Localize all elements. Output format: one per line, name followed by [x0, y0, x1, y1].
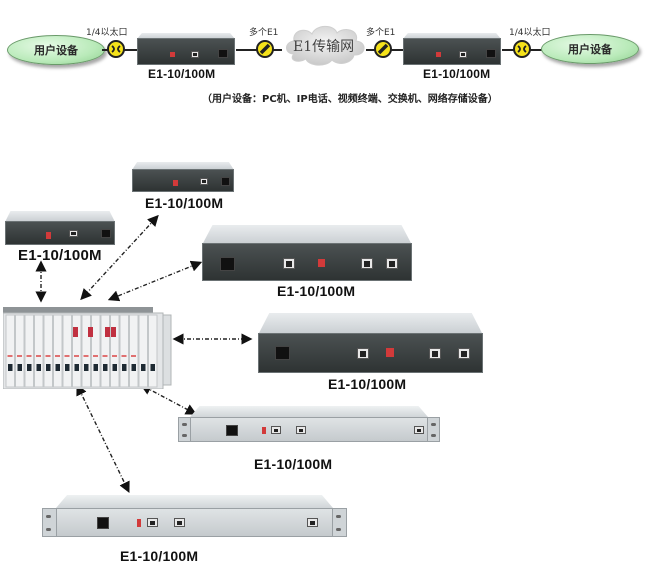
rack-card-switch — [17, 364, 22, 371]
desktop-converter-dual-port — [202, 225, 412, 281]
rack-1u-converter-a — [178, 406, 440, 442]
rack-card — [43, 314, 53, 388]
rack-card-display — [73, 327, 78, 337]
device-model-label: E1-10/100M — [423, 67, 491, 81]
rack-card-led — [121, 355, 127, 357]
rack-1u-converter-b — [42, 495, 347, 537]
ethernet-port-label-right: 1/4以太口 — [509, 28, 551, 38]
e1-network-label: E1传输网 — [293, 39, 355, 55]
arrow-rack-to-desktop-top — [80, 214, 159, 301]
e1-label-right: 多个E1 — [366, 28, 396, 38]
rack-card-led — [45, 355, 51, 357]
e1-label-left: 多个E1 — [249, 28, 279, 38]
user-equipment-right-label: 用户设备 — [568, 43, 612, 56]
device-model-label: E1-10/100M — [277, 283, 356, 299]
rack-card — [34, 314, 44, 388]
rack-card-led — [102, 355, 108, 357]
user-equipment-left-label: 用户设备 — [34, 44, 78, 57]
rack-card-led — [64, 355, 70, 357]
rack-card-switch — [84, 364, 89, 371]
rack-card-switch — [55, 364, 60, 371]
rack-card-led — [17, 355, 22, 357]
rack-card — [100, 314, 110, 388]
device-model-label: E1-10/100M — [120, 548, 199, 564]
rack-card-switch — [131, 364, 136, 371]
rack-card-led — [112, 355, 117, 357]
converter-device-icon — [137, 33, 235, 65]
rack-card-led — [93, 355, 98, 357]
e1-network-cloud-icon: E1传输网 — [282, 22, 368, 68]
rack-card — [62, 314, 72, 388]
rack-card-switch — [112, 364, 117, 371]
user-equipment-caption: （用户设备：PC机、IP电话、视频终端、交换机、网络存储设备） — [202, 94, 498, 105]
rack-card-switch — [122, 364, 127, 371]
rack-card-display — [111, 327, 116, 337]
rack-card — [81, 314, 91, 388]
device-model-label: E1-10/100M — [254, 456, 333, 472]
rack-card — [119, 314, 129, 388]
rack-chassis — [2, 307, 173, 390]
ethernet-port-label-left: 1/4以太口 — [86, 28, 128, 38]
e1-connector-icon — [374, 40, 392, 58]
user-equipment-left: 用户设备 — [7, 35, 105, 65]
rack-card — [91, 314, 101, 388]
desktop-converter-dual-port-2 — [258, 313, 483, 373]
rack-card-switch — [8, 364, 13, 371]
device-model-label: E1-10/100M — [148, 67, 216, 81]
rack-card-switch — [74, 364, 79, 371]
desktop-converter-top — [132, 162, 234, 192]
rack-card-led — [131, 355, 136, 357]
rack-card — [138, 314, 148, 388]
rack-card — [148, 314, 158, 388]
rack-card-switch — [150, 364, 155, 371]
device-model-label: E1-10/100M — [145, 195, 224, 211]
ethernet-connector-icon — [107, 40, 125, 58]
e1-connector-icon — [256, 40, 274, 58]
rack-card-switch — [65, 364, 70, 371]
rack-card-switch — [141, 364, 146, 371]
rack-card — [129, 314, 139, 388]
rack-card-led — [74, 355, 79, 357]
rack-card — [5, 314, 15, 388]
user-equipment-right: 用户设备 — [541, 34, 639, 64]
rack-card — [72, 314, 82, 388]
rack-card-switch — [103, 364, 108, 371]
rack-card-led — [26, 355, 32, 357]
rack-card — [53, 314, 63, 388]
ethernet-connector-icon — [513, 40, 531, 58]
rack-card-display — [105, 327, 110, 337]
rack-card-switch — [93, 364, 98, 371]
rack-card-display — [88, 327, 93, 337]
device-model-label: E1-10/100M — [328, 376, 407, 392]
rack-card-switch — [36, 364, 41, 371]
arrow-rack-to-1u-b — [76, 383, 130, 494]
rack-card — [15, 314, 25, 388]
rack-card — [24, 314, 34, 388]
rack-card — [110, 314, 120, 388]
rack-card-led — [83, 355, 89, 357]
rack-card-switch — [46, 364, 51, 371]
desktop-converter-left — [5, 211, 115, 245]
rack-card-led — [36, 355, 41, 357]
device-model-label: E1-10/100M — [18, 247, 102, 264]
rack-card-switch — [27, 364, 32, 371]
arrow-rack-to-desktop-dual — [107, 260, 203, 302]
rack-card-led — [55, 355, 60, 357]
rack-card-led — [7, 355, 13, 357]
converter-device-icon — [403, 33, 501, 65]
